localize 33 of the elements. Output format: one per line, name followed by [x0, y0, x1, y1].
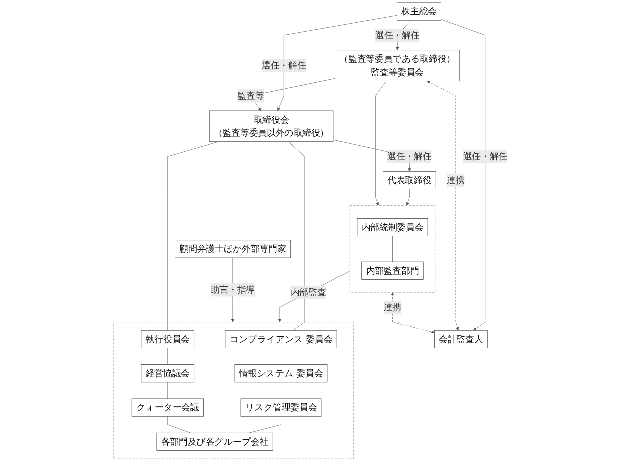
node-box: クォーター会議	[132, 398, 204, 417]
cluster	[350, 206, 436, 293]
node-box: 内部監査部門	[362, 262, 424, 280]
edge-label: 選任・解任	[388, 152, 432, 162]
node-box: 顧問弁護士ほか外部専門家	[175, 240, 291, 258]
node-box: 取締役会 （監査等委員以外の取締役）	[209, 110, 334, 142]
node-box: コンプライアンス 委員会	[225, 330, 338, 348]
edge-label: 連携	[447, 175, 465, 186]
node-box: 各部門及び各グループ会社	[156, 432, 274, 451]
connector	[281, 348, 282, 365]
cluster	[113, 322, 354, 460]
node-box: 内部統制委員会	[357, 218, 428, 237]
connector	[281, 382, 282, 400]
edge-label: 連携	[384, 302, 402, 313]
node-box: 会計監査人	[434, 330, 488, 348]
connector	[168, 416, 191, 434]
connector	[249, 416, 282, 434]
edge-label: 選任・解任	[376, 30, 420, 41]
edge-label: 助言・指導	[210, 285, 255, 296]
connector	[168, 142, 219, 331]
edge-label: 監査等	[238, 90, 264, 102]
node-box: 執行役員会	[141, 330, 195, 348]
connector	[392, 236, 393, 262]
connector	[288, 142, 306, 331]
edge-label: 選任・解任	[463, 152, 508, 162]
node-box: 代表取締役	[383, 171, 436, 190]
edge-label: 内部監査	[290, 288, 326, 298]
edge-label: 選任・解任	[262, 60, 306, 71]
node-box: 株主総会	[397, 2, 442, 21]
node-box: リスク管理委員会	[240, 398, 322, 417]
node-box: 経営協議会	[141, 364, 195, 383]
node-box: 情報システム 委員会	[234, 364, 328, 383]
node-box: （監査等委員である取締役） 監査等委員会	[335, 50, 460, 82]
